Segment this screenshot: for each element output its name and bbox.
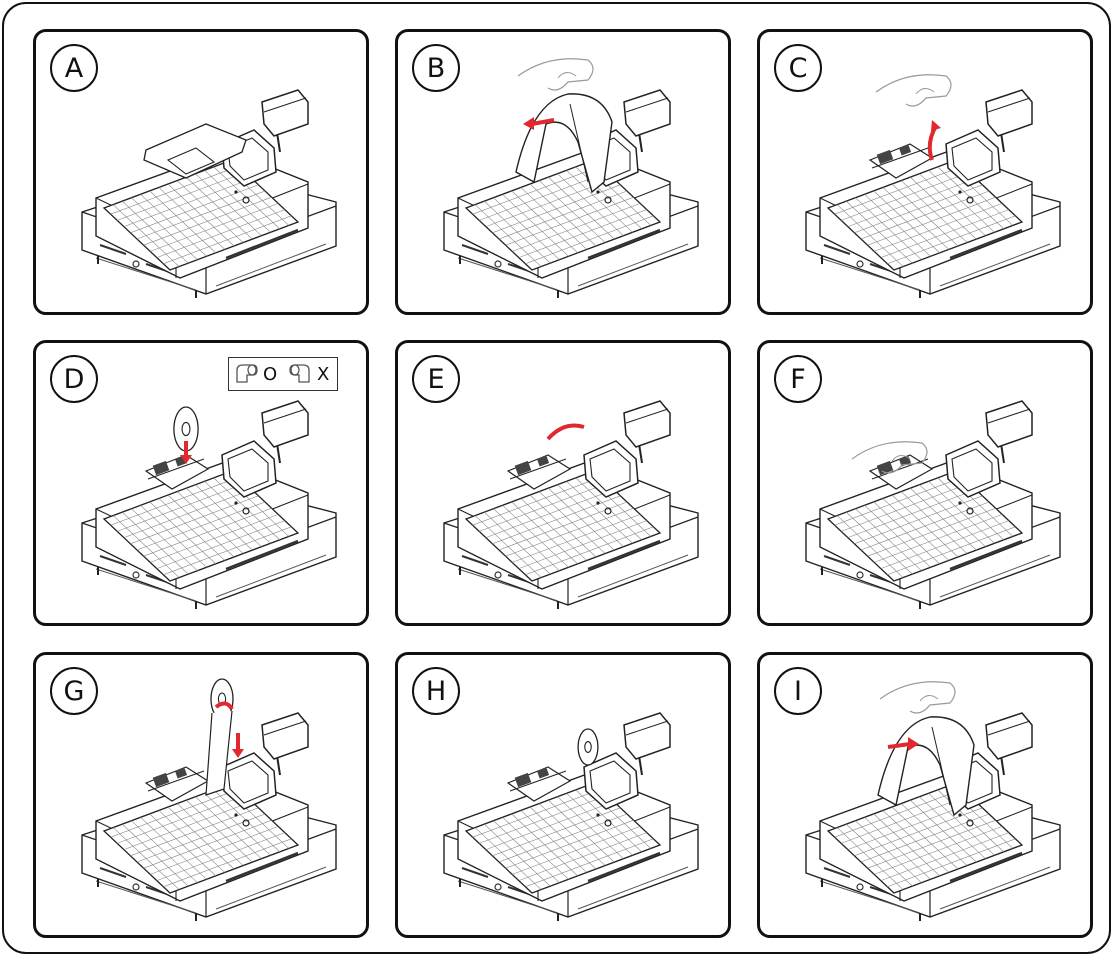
- step-label-a: A: [50, 44, 98, 92]
- correct-mark: O: [263, 364, 277, 385]
- step-label-b: B: [412, 44, 460, 92]
- step-panel-c: C: [757, 29, 1093, 315]
- step-panel-f: F: [757, 340, 1093, 626]
- paper-orientation-legend: O X: [228, 357, 338, 391]
- step-panel-d: D O X: [33, 340, 369, 626]
- paper-roll-wrong-icon: [287, 362, 313, 386]
- step-label-f: F: [774, 355, 822, 403]
- wrong-mark: X: [317, 364, 329, 385]
- step-panel-b: B: [395, 29, 731, 315]
- step-label-g: G: [50, 667, 98, 715]
- step-label-c: C: [774, 44, 822, 92]
- step-panel-e: E: [395, 340, 731, 626]
- step-panel-h: H: [395, 652, 731, 938]
- step-label-h: H: [412, 667, 460, 715]
- step-label-e: E: [412, 355, 460, 403]
- step-label-i: I: [774, 667, 822, 715]
- step-panel-g: G: [33, 652, 369, 938]
- step-label-d: D: [50, 355, 98, 403]
- paper-roll-correct-icon: [233, 362, 259, 386]
- step-panel-i: I: [757, 652, 1093, 938]
- step-panel-a: A: [33, 29, 369, 315]
